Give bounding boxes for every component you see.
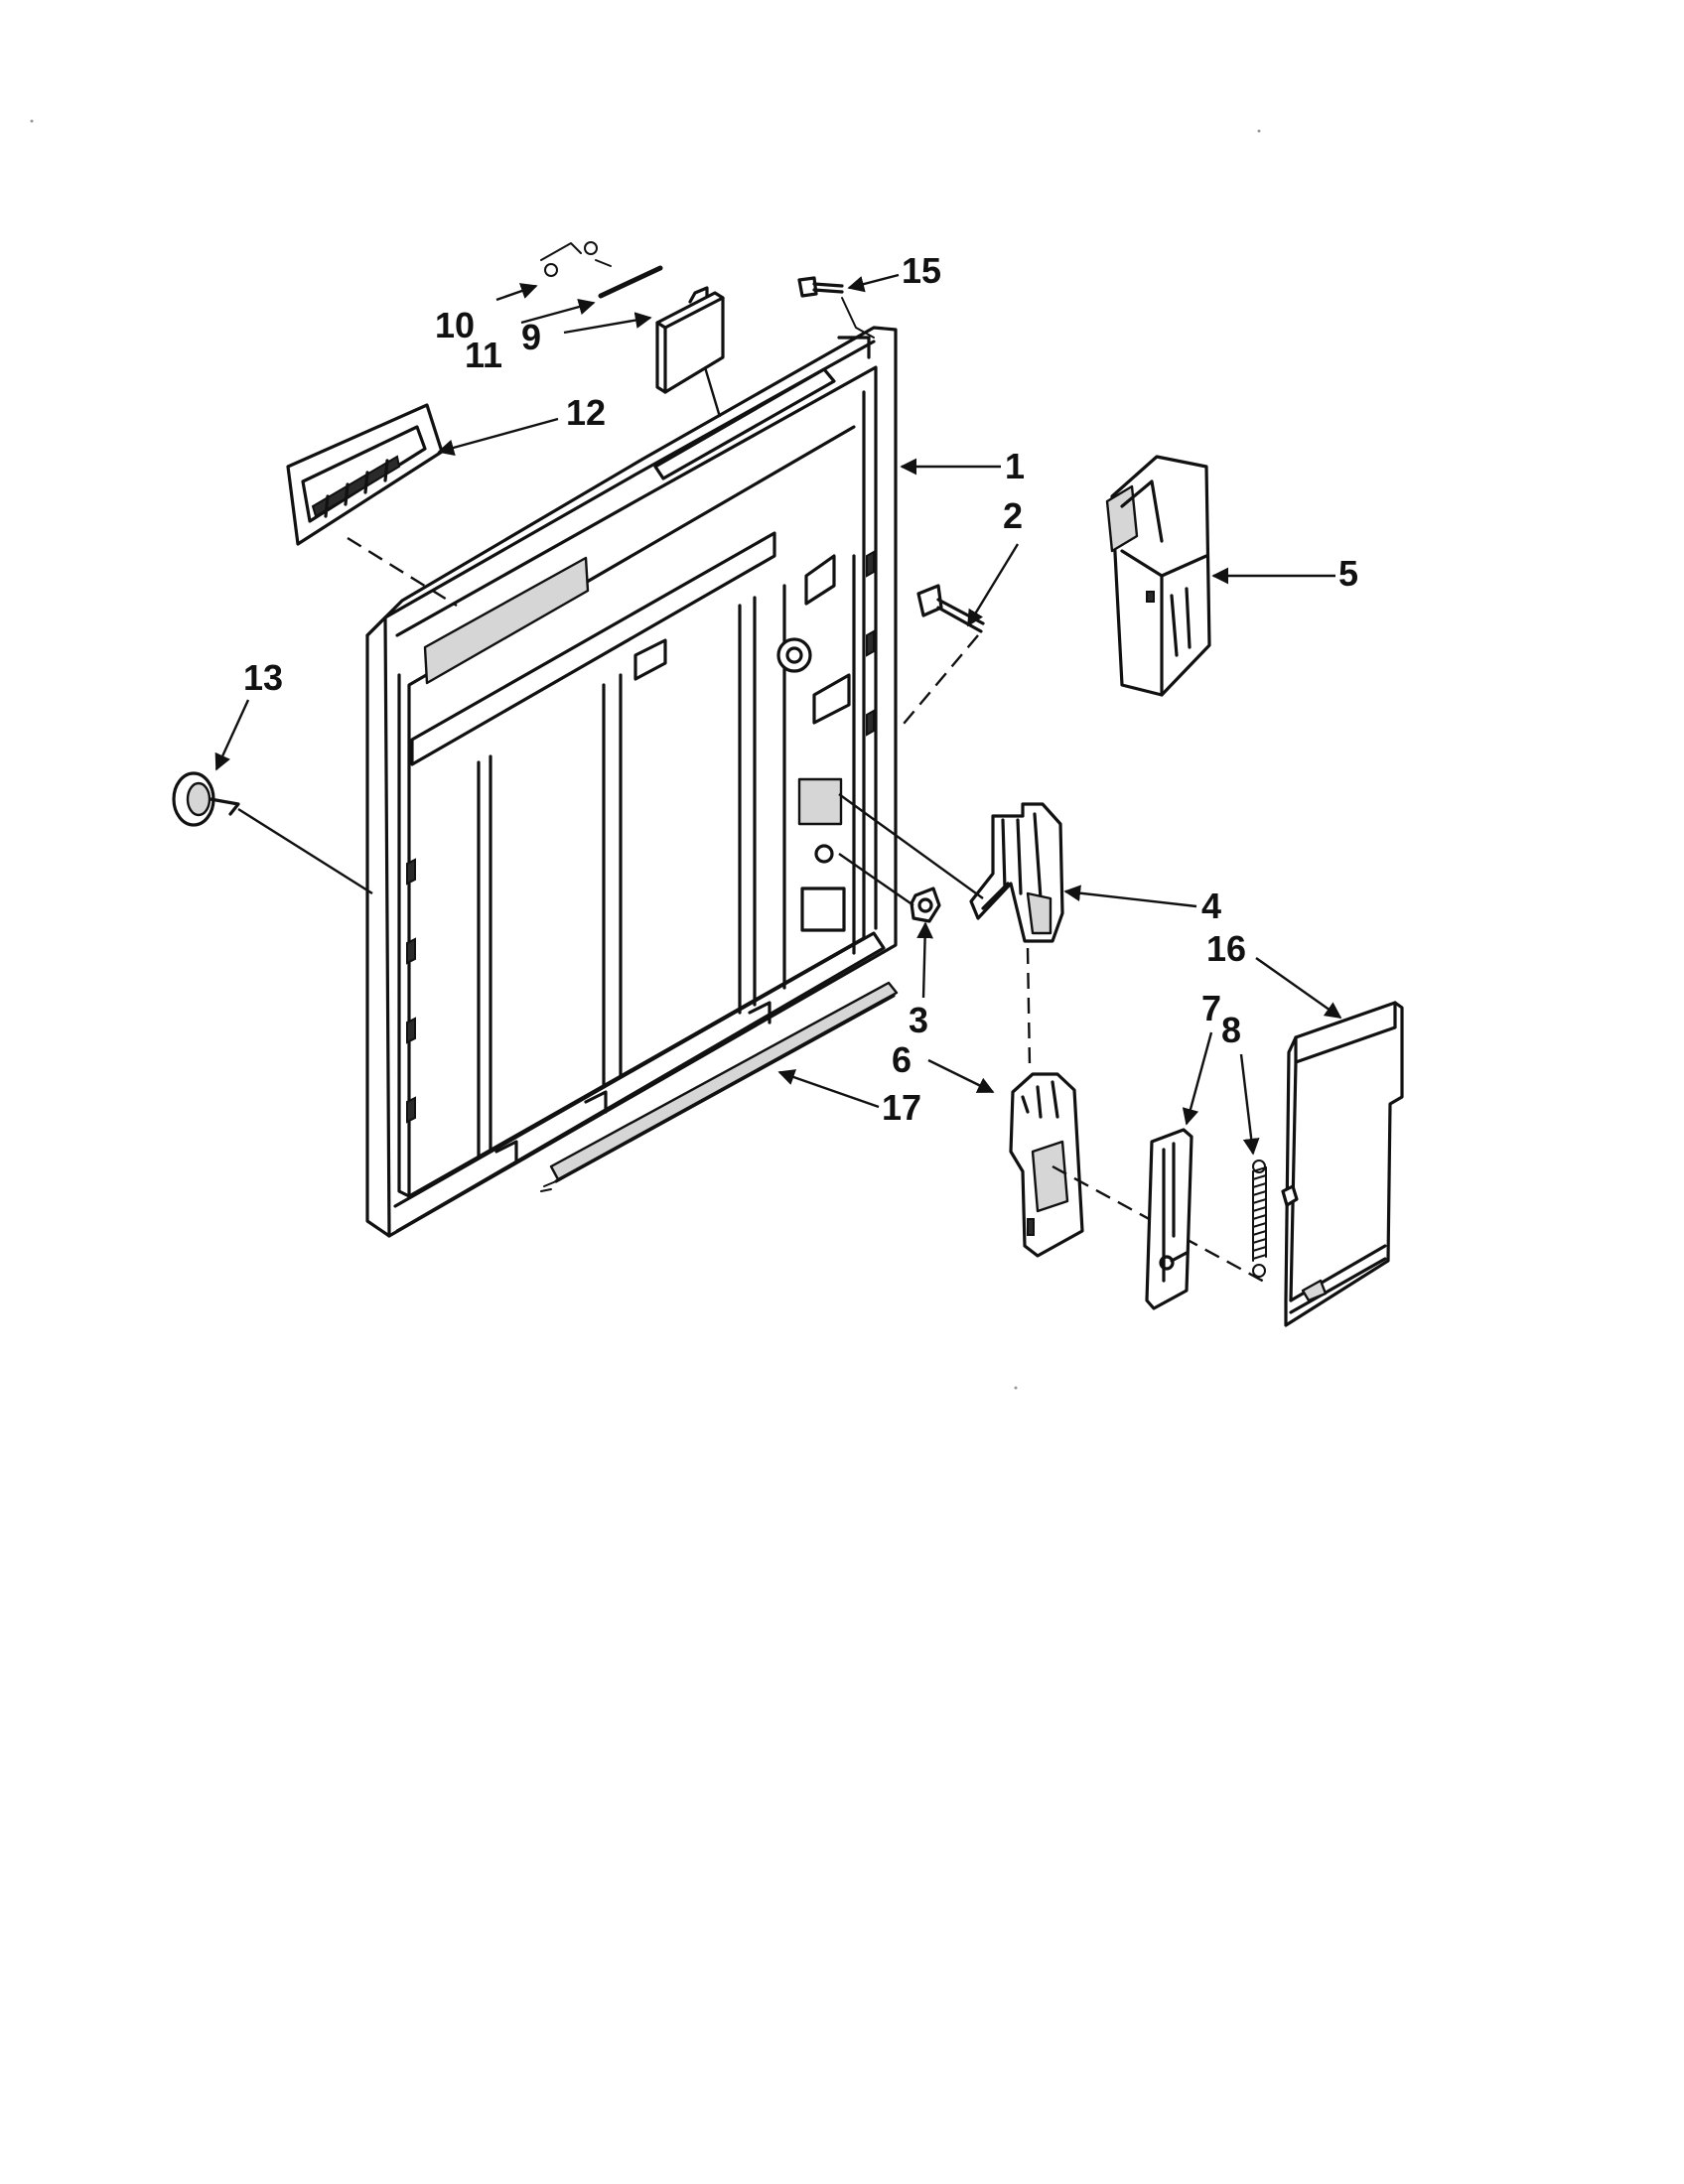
callout-8: 8 <box>1221 1010 1241 1050</box>
callout-10: 10 <box>435 305 475 345</box>
callout-16: 16 <box>1206 928 1246 969</box>
callout-labels: 1 2 3 4 5 6 7 8 9 10 11 12 13 15 16 17 <box>243 250 1358 1128</box>
callout-1: 1 <box>1005 446 1025 486</box>
scan-specks <box>30 119 1261 1390</box>
leader-15 <box>847 273 900 293</box>
handle-bracket-guide-line <box>347 536 458 608</box>
handle-bracket-part <box>286 403 444 546</box>
latch-lower-guide-line <box>1052 1164 1267 1285</box>
coil-spring-part <box>1252 1160 1267 1278</box>
callout-17: 17 <box>882 1087 921 1128</box>
rod-part <box>598 265 663 299</box>
latch-lower-part <box>1009 1072 1084 1258</box>
leader-lines <box>214 273 1342 1156</box>
leader-6 <box>927 1058 995 1094</box>
leader-3 <box>916 921 933 999</box>
callout-11: 11 <box>465 335 502 375</box>
callout-13: 13 <box>243 657 283 698</box>
leader-11 <box>520 298 596 325</box>
bottom-gasket-strip-part <box>540 981 899 1192</box>
screw-part <box>797 276 875 339</box>
leader-13 <box>214 699 250 771</box>
nut-guide-line <box>838 853 914 906</box>
spring-clip-part <box>540 241 612 277</box>
callout-9: 9 <box>521 317 541 357</box>
callout-15: 15 <box>902 250 941 291</box>
callout-6: 6 <box>892 1039 912 1080</box>
leader-4 <box>1063 885 1197 908</box>
callout-2: 2 <box>1003 495 1023 536</box>
knob-guide-line <box>237 807 373 895</box>
callout-5: 5 <box>1338 553 1358 594</box>
latch-body-part <box>969 802 1064 943</box>
inner-door-panel-part <box>365 326 898 1238</box>
cover-plate-guide-line <box>703 366 722 418</box>
leader-10 <box>495 283 538 302</box>
leader-17 <box>777 1069 880 1109</box>
leader-9 <box>563 312 652 335</box>
switch-housing-part <box>1105 455 1211 697</box>
callout-4: 4 <box>1201 886 1221 926</box>
leader-12 <box>437 417 559 457</box>
pivot-pin-part <box>916 584 985 633</box>
callout-12: 12 <box>566 392 606 433</box>
leader-8 <box>1239 1053 1260 1156</box>
side-cover-panel-part <box>1281 1001 1404 1327</box>
pivot-pin-guide-line <box>898 634 979 731</box>
latch-body-guide-line <box>1026 947 1032 1068</box>
latch-body-wire-line <box>838 793 984 899</box>
nut-part <box>910 887 941 923</box>
leader-2 <box>966 543 1020 627</box>
slide-plate-part <box>1145 1128 1193 1310</box>
callout-7: 7 <box>1201 988 1221 1028</box>
callout-3: 3 <box>909 1000 928 1040</box>
leader-7 <box>1182 1031 1213 1126</box>
knob-part <box>172 771 240 827</box>
leader-16 <box>1255 957 1342 1019</box>
cover-plate-part <box>655 286 725 394</box>
